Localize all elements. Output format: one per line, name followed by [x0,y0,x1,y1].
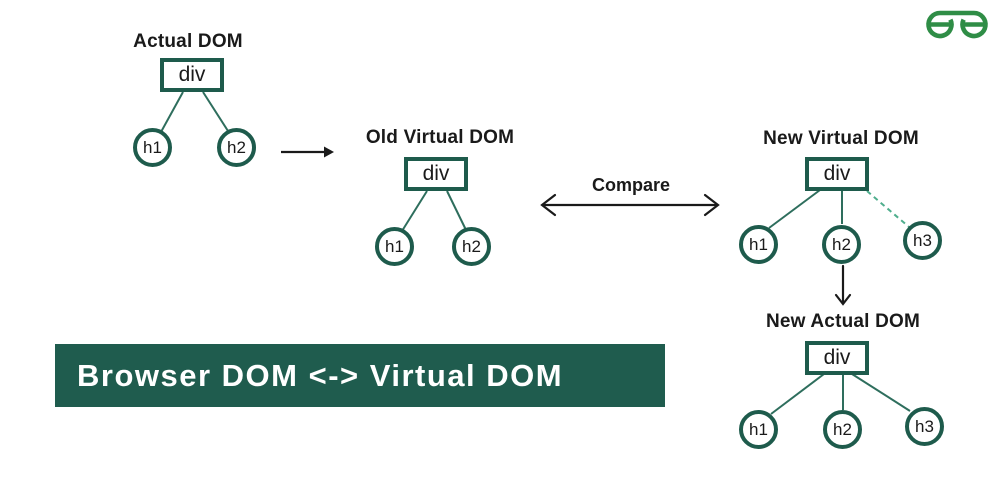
compare-double-arrow-icon [540,193,720,217]
child-node-h3: h3 [905,407,944,446]
right-arrow-icon [281,146,334,158]
dashed-connector-h3 [866,190,910,228]
root-node-div: div [805,341,869,375]
tree-title: New Virtual DOM [763,128,919,149]
tree-title: Old Virtual DOM [365,127,515,148]
root-node-div: div [160,58,224,92]
geeksforgeeks-logo-icon [926,10,988,39]
tree-new-actual-dom-connectors [770,373,911,415]
child-node-h1: h1 [375,227,414,266]
root-node-div: div [805,157,869,191]
tree-title: Actual DOM [133,31,243,52]
child-node-h2: h2 [452,227,491,266]
child-node-h2: h2 [217,128,256,167]
child-node-h2: h2 [822,225,861,264]
child-node-h1: h1 [133,128,172,167]
child-node-h1: h1 [739,225,778,264]
title-banner: Browser DOM <-> Virtual DOM [55,344,665,407]
banner-title: Browser DOM <-> Virtual DOM [77,357,564,393]
down-arrow-icon [834,264,852,306]
child-node-h1: h1 [739,410,778,449]
tree-actual-dom-connectors [160,91,229,133]
tree-new-virtual-dom-connectors [768,189,910,229]
root-node-div: div [404,157,468,191]
child-node-h2: h2 [823,410,862,449]
child-node-h3: h3 [903,221,942,260]
compare-label: Compare [591,175,671,195]
tree-title: New Actual DOM [765,311,921,332]
tree-old-virtual-dom-connectors [401,190,467,232]
